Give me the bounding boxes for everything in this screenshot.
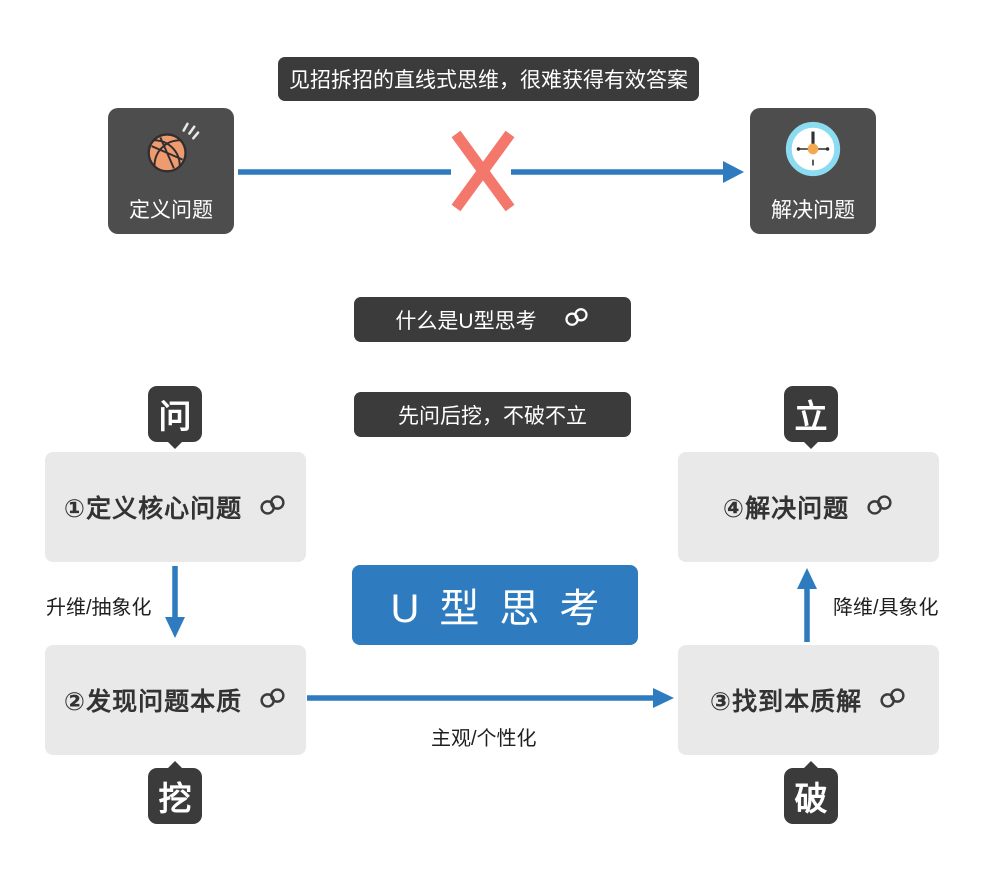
blocked-arrow: [238, 130, 744, 212]
tag-establish-text: 立: [794, 398, 828, 435]
step-find-essential-solution: ③找到本质解: [678, 645, 939, 755]
u-thinking-title: U型思考: [390, 587, 620, 631]
link-icon[interactable]: [258, 494, 287, 521]
tag-break-text: 破: [794, 780, 828, 817]
edge-label-subjective: 主观/个性化: [431, 728, 537, 750]
linear-thinking-text: 见招拆招的直线式思维，很难获得有效答案: [289, 69, 688, 92]
step2-label: ②发现问题本质: [63, 688, 243, 716]
edge-label-abstraction: 升维/抽象化: [46, 597, 152, 619]
step4-label: ④解决问题: [722, 495, 850, 523]
arrow-down-left: [165, 566, 185, 638]
u-thinking-title-box: U型思考: [352, 565, 638, 645]
linear-thinking-banner: 见招拆招的直线式思维，很难获得有效答案: [278, 57, 699, 101]
tag-break: 破: [784, 768, 838, 824]
link-icon[interactable]: [878, 687, 907, 714]
link-icon[interactable]: [563, 307, 590, 333]
x-mark-icon: [451, 130, 515, 212]
slogan-banner: 先问后挖，不破不立: [354, 392, 631, 437]
tag-ask: 问: [148, 386, 202, 442]
slogan-text: 先问后挖，不破不立: [398, 404, 587, 428]
basketball-icon: [140, 118, 202, 185]
step1-label: ①定义核心问题: [63, 495, 243, 523]
step-discover-essence: ②发现问题本质: [45, 645, 306, 755]
edge-label-concretization: 降维/具象化: [833, 597, 939, 619]
link-icon[interactable]: [865, 494, 894, 521]
arrow-right-bottom: [307, 688, 674, 708]
arrow-up-right: [797, 568, 817, 642]
solve-problem-label: 解决问题: [771, 199, 855, 222]
solve-problem-node: 解决问题: [750, 108, 876, 234]
step-define-core-problem: ①定义核心问题: [45, 452, 306, 562]
step-solve-problem: ④解决问题: [678, 452, 939, 562]
clock-icon: [782, 118, 844, 185]
tag-dig: 挖: [148, 768, 202, 824]
link-icon[interactable]: [258, 687, 287, 714]
define-problem-node: 定义问题: [108, 108, 234, 234]
define-problem-label: 定义问题: [129, 199, 213, 222]
step3-label: ③找到本质解: [709, 688, 863, 716]
tag-establish: 立: [784, 386, 838, 442]
tag-dig-text: 挖: [158, 780, 192, 817]
tag-ask-text: 问: [158, 398, 192, 435]
what-is-u-thinking-text: 什么是U型思考: [395, 309, 537, 333]
what-is-u-thinking-banner[interactable]: 什么是U型思考: [354, 297, 631, 342]
